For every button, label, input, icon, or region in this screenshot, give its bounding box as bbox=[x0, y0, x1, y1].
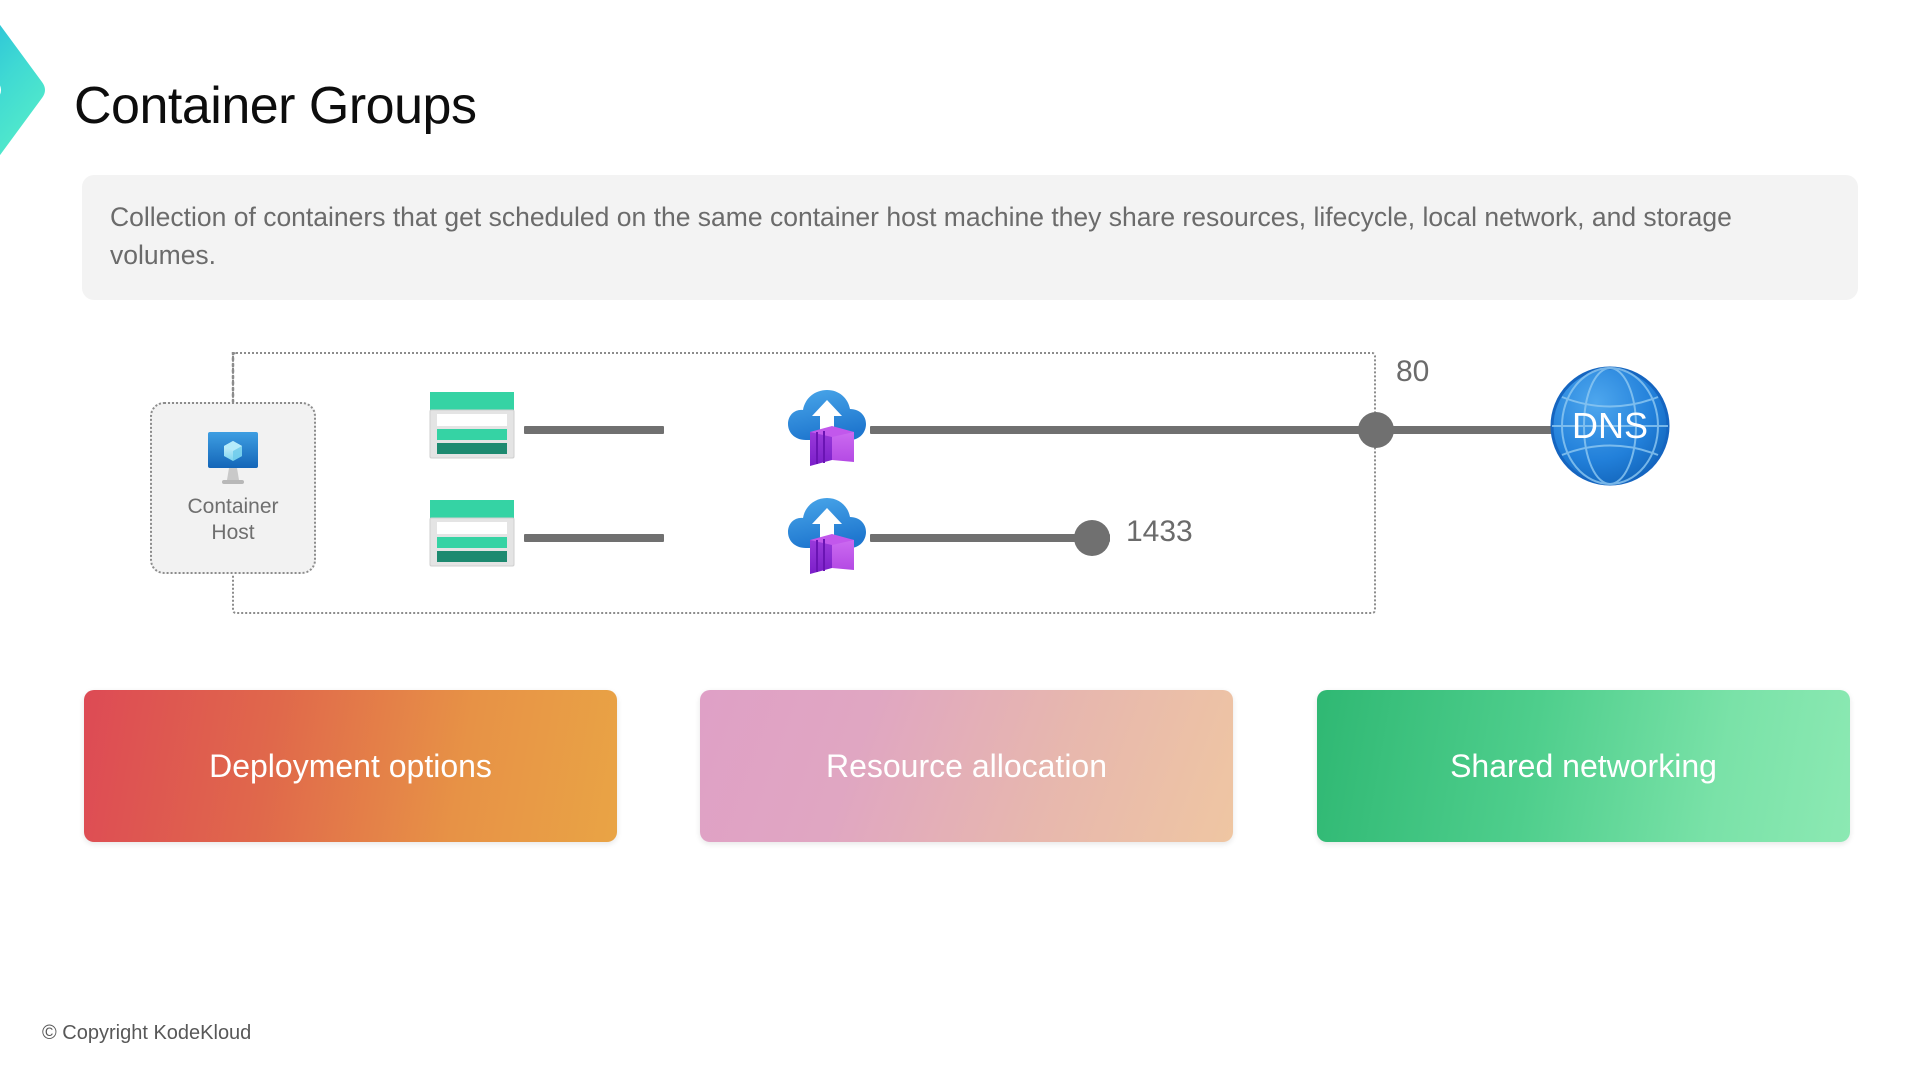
chevron-right-icon bbox=[0, 24, 45, 156]
wire-row1-left bbox=[524, 426, 664, 434]
card-deployment-options-label: Deployment options bbox=[209, 747, 492, 784]
container-host-label-line1: Container bbox=[187, 494, 279, 518]
wire-row2-mid bbox=[870, 534, 1110, 542]
description-text: Collection of containers that get schedu… bbox=[110, 202, 1732, 270]
footer-copyright: © Copyright KodeKloud bbox=[42, 1022, 252, 1044]
cloud-upload-container-icon bbox=[788, 390, 866, 466]
feature-cards: Deployment options Resource allocation S… bbox=[0, 690, 1920, 850]
dns-globe-icon: DNS bbox=[1550, 366, 1670, 486]
wire-row2-left bbox=[524, 534, 664, 542]
container-list-icon bbox=[429, 392, 515, 459]
port-label-80: 80 bbox=[1396, 355, 1430, 388]
card-shared-networking-label: Shared networking bbox=[1450, 747, 1717, 784]
card-deployment-options[interactable]: Deployment options bbox=[84, 690, 617, 842]
wire-row1-mid bbox=[870, 426, 1376, 434]
container-host-box: Container Host bbox=[150, 402, 316, 574]
card-resource-allocation-label: Resource allocation bbox=[825, 747, 1108, 784]
page-title: Container Groups bbox=[74, 77, 477, 135]
wire-row1-right bbox=[1376, 426, 1556, 434]
port-label-1433: 1433 bbox=[1126, 515, 1193, 548]
description-panel: Collection of containers that get schedu… bbox=[82, 175, 1858, 301]
container-group-diagram: Container Host bbox=[0, 330, 1920, 630]
card-resource-allocation[interactable]: Resource allocation bbox=[700, 690, 1233, 842]
boundary-host-connector bbox=[231, 352, 235, 408]
port-node-80 bbox=[1358, 412, 1394, 448]
container-host-monitor-icon bbox=[208, 431, 258, 484]
container-list-icon bbox=[429, 500, 515, 567]
container-host-label-line2: Host bbox=[211, 521, 255, 544]
container-host-label: Container Host bbox=[187, 494, 278, 547]
card-shared-networking[interactable]: Shared networking bbox=[1317, 690, 1850, 842]
cloud-upload-container-icon bbox=[788, 498, 866, 574]
dns-globe-label: DNS bbox=[1572, 405, 1648, 446]
port-node-1433 bbox=[1074, 520, 1110, 556]
